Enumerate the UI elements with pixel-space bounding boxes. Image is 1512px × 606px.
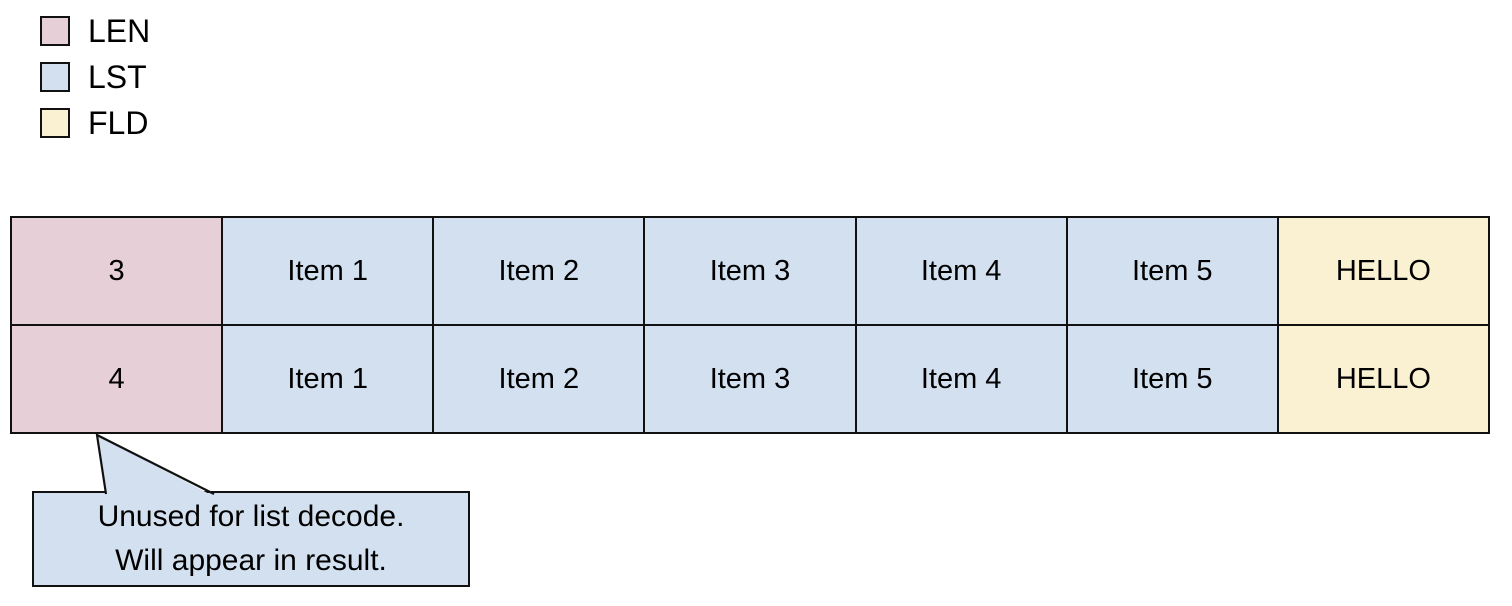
lst-color-swatch-icon [40, 62, 70, 92]
list-item-cell: Item 5 [1065, 324, 1279, 434]
table-row: 3 Item 1 Item 2 Item 3 Item 4 Item 5 HEL… [9, 216, 1491, 326]
table-row: 4 Item 1 Item 2 Item 3 Item 4 Item 5 HEL… [9, 324, 1491, 434]
callout-line: Will appear in result. [115, 544, 387, 577]
legend-label-lst: LST [88, 59, 147, 95]
list-item-cell: Item 3 [643, 324, 857, 434]
field-cell: HELLO [1276, 216, 1491, 326]
fld-color-swatch-icon [40, 108, 70, 138]
list-item-cell: Item 1 [221, 216, 435, 326]
legend-item-len: LEN [40, 13, 151, 49]
len-cell: 4 [9, 324, 224, 434]
encoding-table: 3 Item 1 Item 2 Item 3 Item 4 Item 5 HEL… [9, 216, 1491, 434]
list-item-cell: Item 1 [221, 324, 435, 434]
legend-label-len: LEN [88, 13, 151, 49]
callout-bubble: Unused for list decode. Will appear in r… [32, 491, 470, 587]
list-item-cell: Item 2 [432, 216, 646, 326]
list-item-cell: Item 4 [854, 324, 1068, 434]
list-item-cell: Item 5 [1065, 216, 1279, 326]
callout-tail-pointer [95, 433, 215, 497]
field-cell: HELLO [1276, 324, 1491, 434]
callout-line: Unused for list decode. [97, 500, 405, 533]
legend-item-lst: LST [40, 59, 150, 95]
list-item-cell: Item 3 [643, 216, 857, 326]
list-item-cell: Item 4 [854, 216, 1068, 326]
len-color-swatch-icon [40, 16, 70, 46]
legend-label-fld: FLD [88, 105, 149, 141]
len-cell: 3 [9, 216, 224, 326]
list-item-cell: Item 2 [432, 324, 646, 434]
legend: LEN LST FLD [40, 13, 151, 141]
legend-item-fld: FLD [40, 105, 150, 141]
